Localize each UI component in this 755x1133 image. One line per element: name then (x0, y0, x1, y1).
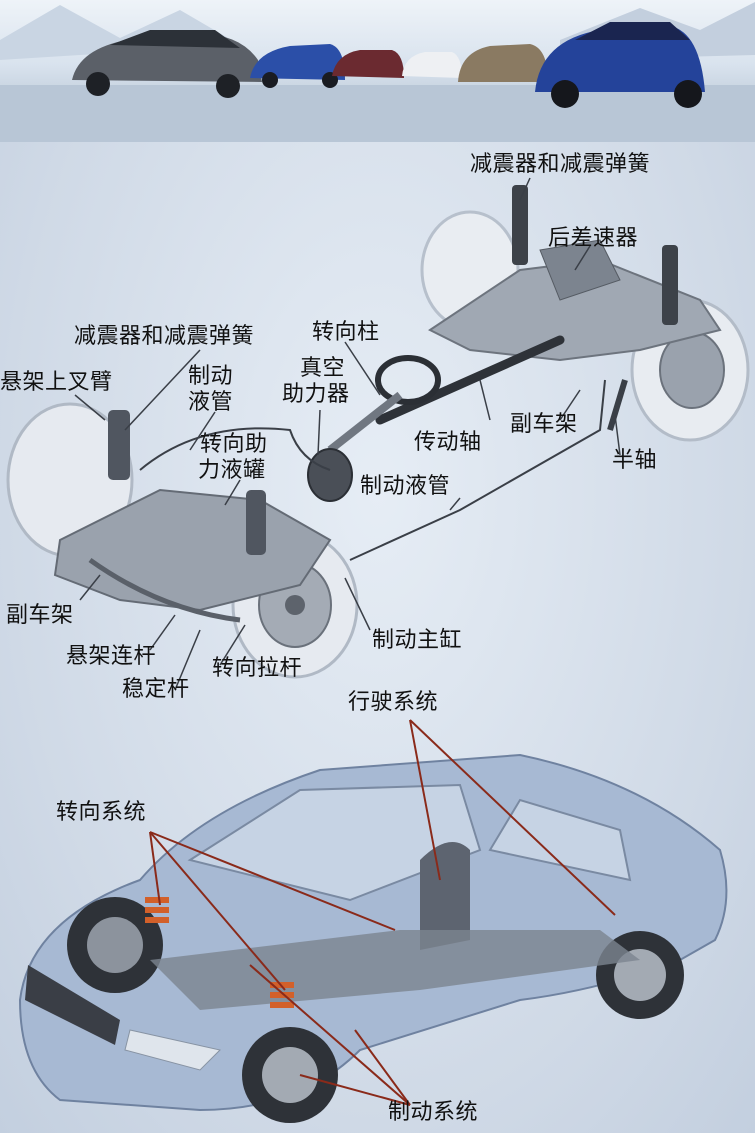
label-vacuum-booster-1: 真空 (300, 356, 346, 381)
label-front-shock-spring: 减震器和减震弹簧 (74, 324, 255, 349)
car-lineup-illustration (0, 2, 755, 142)
label-stabilizer-bar: 稳定杆 (122, 677, 190, 702)
system-leader-lines (149, 719, 616, 1106)
label-brake-master-cylinder: 制动主缸 (372, 628, 463, 653)
chassis-leader-lines (74, 177, 621, 691)
label-half-shaft: 半轴 (612, 448, 658, 473)
label-vacuum-booster-2: 助力器 (282, 382, 350, 407)
label-braking-system: 制动系统 (388, 1100, 479, 1125)
label-driveshaft: 传动轴 (414, 430, 482, 455)
label-ps-reservoir-2: 力液罐 (198, 458, 266, 483)
label-running-system: 行驶系统 (348, 690, 439, 715)
label-ps-reservoir-1: 转向助 (200, 432, 268, 457)
label-rear-differential: 后差速器 (548, 226, 639, 251)
steering-wheel-shape (375, 355, 441, 405)
label-rear-subframe: 副车架 (510, 412, 578, 437)
front-springs (145, 897, 294, 1008)
label-suspension-link: 悬架连杆 (66, 644, 157, 669)
label-brake-line-mid: 制动液管 (360, 474, 451, 499)
label-tie-rod: 转向拉杆 (212, 656, 303, 681)
banner-car-lineup (0, 0, 755, 142)
label-steering-system: 转向系统 (56, 800, 147, 825)
driveshaft-shape (375, 335, 565, 425)
label-steering-column: 转向柱 (312, 320, 380, 345)
label-brake-line-front-1: 制动 (188, 364, 234, 389)
label-rear-shock-spring: 减震器和减震弹簧 (470, 152, 651, 177)
label-front-subframe: 副车架 (6, 603, 74, 628)
label-upper-control-arm: 悬架上叉臂 (0, 370, 113, 395)
label-brake-line-front-2: 液管 (188, 390, 234, 415)
